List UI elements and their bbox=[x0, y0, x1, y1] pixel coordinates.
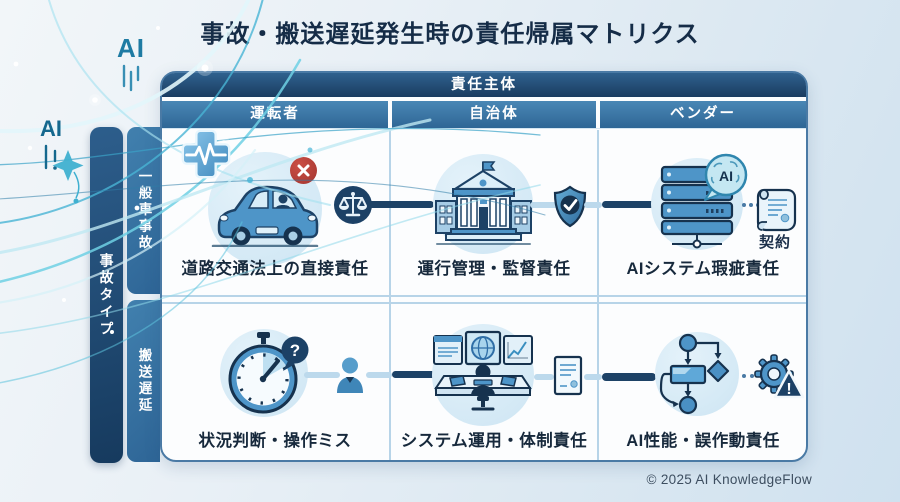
cell-label-vendor-delay: AI性能・誤作動責任 bbox=[626, 432, 780, 450]
connector-line bbox=[584, 202, 602, 208]
connector-line bbox=[602, 201, 656, 208]
cell-label-municipality-delay: システム運用・体制責任 bbox=[400, 432, 588, 450]
dotted-connector bbox=[749, 203, 753, 207]
document-icon bbox=[553, 355, 583, 396]
control-room-icon bbox=[433, 330, 533, 411]
question-bubble-icon: ? bbox=[281, 336, 309, 371]
gear-warning-icon: ! bbox=[754, 354, 805, 399]
warning-mark-glyph: ! bbox=[786, 381, 791, 398]
cell-label-driver-delay: 状況判断・操作ミス bbox=[198, 432, 352, 450]
car-icon bbox=[211, 185, 319, 247]
dotted-connector bbox=[742, 374, 746, 378]
stopwatch-icon bbox=[228, 332, 298, 414]
person-icon bbox=[337, 357, 363, 393]
connector-line bbox=[584, 374, 602, 380]
medical-cross-icon bbox=[181, 129, 231, 179]
cell-label-driver-general: 道路交通法上の直接責任 bbox=[181, 260, 369, 278]
government-building-icon bbox=[435, 161, 532, 245]
connector-line bbox=[534, 374, 554, 380]
ai-decor-label-left: AI bbox=[40, 116, 62, 141]
scales-icon bbox=[334, 186, 372, 224]
contract-scroll-icon bbox=[756, 188, 797, 232]
cell-label-vendor-general: AIシステム瑕疵責任 bbox=[626, 260, 780, 278]
ai-chip-label: AI bbox=[719, 168, 733, 184]
connector-line bbox=[368, 201, 434, 208]
error-x-icon bbox=[290, 157, 317, 184]
flowchart-icon bbox=[659, 333, 730, 415]
sparkle-node-icon bbox=[52, 150, 84, 181]
ai-chip-bubble-icon: AI bbox=[704, 153, 748, 201]
page-title: 事故・搬送遅延発生時の責任帰属マトリクス bbox=[200, 21, 700, 48]
copyright-text: © 2025 AI KnowledgeFlow bbox=[646, 472, 812, 487]
cell-label-municipality-general: 運行管理・監督責任 bbox=[417, 260, 571, 278]
connector-line bbox=[602, 373, 656, 381]
connector-line bbox=[366, 372, 392, 378]
dotted-connector bbox=[742, 203, 746, 207]
dotted-connector bbox=[750, 374, 754, 378]
connector-line bbox=[304, 372, 340, 378]
responsibility-header-bar: 責任主体 bbox=[162, 73, 806, 97]
row-label-general-accident: 一般車事故 bbox=[127, 127, 160, 294]
shield-check-icon bbox=[553, 185, 587, 228]
column-header-driver: 運転者 bbox=[162, 101, 388, 128]
column-header-vendor: ベンダー bbox=[600, 101, 806, 128]
row-label-transport-delay: 搬送遅延 bbox=[127, 300, 160, 462]
grid-line bbox=[162, 295, 806, 297]
connector-line bbox=[392, 371, 440, 378]
accident-type-axis-bar: 事故タイプ bbox=[90, 127, 123, 463]
matrix-panel: 責任主体 運転者 自治体 ベンダー bbox=[160, 71, 808, 462]
column-header-municipality: 自治体 bbox=[392, 101, 596, 128]
grid-line bbox=[162, 128, 806, 129]
question-mark-glyph: ? bbox=[290, 341, 300, 360]
grid-line bbox=[162, 302, 806, 304]
contract-label: 契約 bbox=[758, 234, 791, 251]
